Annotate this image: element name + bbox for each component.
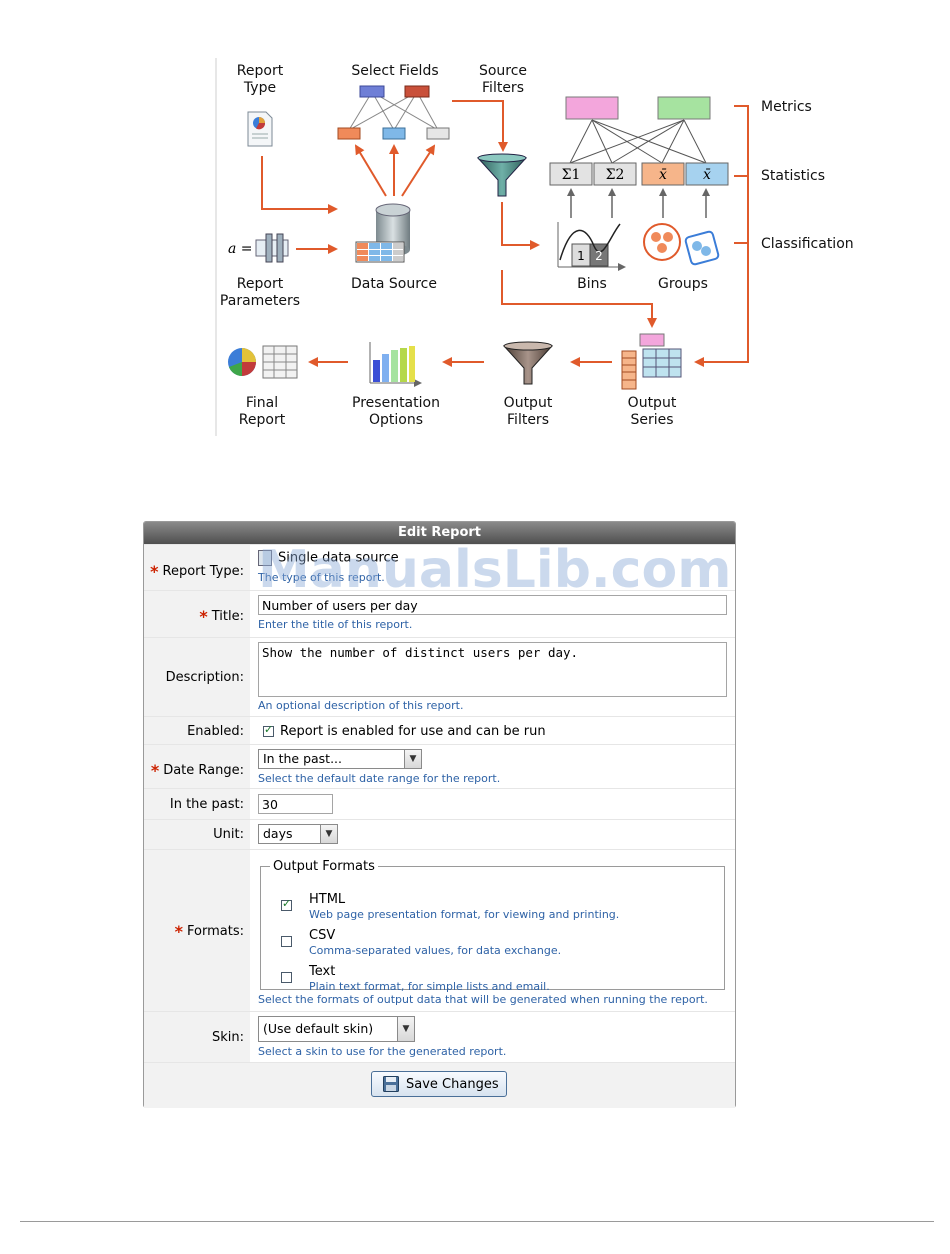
label-in-the-past: In the past: bbox=[169, 797, 244, 812]
label-title: Title: bbox=[211, 609, 244, 624]
format-text: Text Plain text format, for simple lists… bbox=[281, 964, 550, 993]
label-skin: Skin: bbox=[211, 1030, 244, 1045]
final-report-icon bbox=[228, 345, 298, 379]
footer-rule bbox=[20, 1221, 934, 1222]
stat-sum2: Σ2 bbox=[606, 167, 625, 183]
label-formats: Formats: bbox=[187, 924, 244, 939]
label-description: Description: bbox=[165, 670, 244, 685]
stat-mean2: x̄ bbox=[703, 167, 711, 183]
report-type-value: Single data source bbox=[258, 550, 399, 566]
chevron-down-icon: ▼ bbox=[404, 750, 421, 768]
label-metrics: Metrics bbox=[761, 99, 812, 115]
output-formats-group: Output Formats HTML Web page presentatio… bbox=[260, 859, 725, 993]
skin-select[interactable]: (Use default skin) ▼ bbox=[258, 1016, 415, 1042]
skin-hint: Select a skin to use for the generated r… bbox=[258, 1045, 507, 1058]
label-report-type-2: Type bbox=[243, 80, 276, 96]
row-description: Description: Show the number of distinct… bbox=[144, 637, 735, 716]
report-type-icon bbox=[258, 550, 272, 566]
metrics-icon bbox=[565, 96, 711, 164]
label-output-series-1: Output bbox=[628, 395, 677, 411]
output-filter-funnel-icon bbox=[502, 341, 554, 385]
panel-title: Edit Report bbox=[144, 522, 735, 544]
label-select-fields: Select Fields bbox=[351, 63, 438, 79]
description-hint: An optional description of this report. bbox=[258, 699, 464, 712]
label-data-source: Data Source bbox=[351, 276, 437, 292]
row-skin: Skin: (Use default skin) ▼ Select a skin… bbox=[144, 1011, 735, 1063]
label-output-filters-2: Filters bbox=[507, 412, 549, 428]
label-enabled: Enabled: bbox=[187, 724, 244, 739]
row-title: *Title: Enter the title of this report. bbox=[144, 590, 735, 637]
label-report-type: Report Type: bbox=[162, 564, 244, 579]
label-presentation-options-1: Presentation bbox=[352, 395, 440, 411]
row-date-range: *Date Range: In the past... ▼ Select the… bbox=[144, 744, 735, 788]
stat-mean1: x̄ bbox=[659, 167, 667, 183]
label-date-range: Date Range: bbox=[163, 763, 244, 778]
label-bins: Bins bbox=[577, 276, 607, 292]
row-formats: *Formats: Output Formats HTML Web page p… bbox=[144, 849, 735, 1011]
row-in-the-past: In the past: bbox=[144, 788, 735, 819]
label-presentation-options-2: Options bbox=[369, 412, 423, 428]
format-text-checkbox[interactable] bbox=[281, 972, 292, 983]
unit-select[interactable]: days ▼ bbox=[258, 824, 338, 844]
data-source-icon bbox=[355, 203, 411, 263]
label-output-filters-1: Output bbox=[504, 395, 553, 411]
label-statistics: Statistics bbox=[761, 168, 825, 184]
label-source-filters-2: Filters bbox=[482, 80, 524, 96]
label-report-parameters-1: Report bbox=[237, 276, 284, 292]
format-html: HTML Web page presentation format, for v… bbox=[281, 892, 619, 921]
in-the-past-input[interactable] bbox=[258, 794, 333, 814]
label-groups: Groups bbox=[658, 276, 708, 292]
statistics-icon: Σ1 Σ2 x̄ x̄ bbox=[549, 162, 729, 218]
bin-1-label: 1 bbox=[577, 249, 585, 263]
label-report-parameters-2: Parameters bbox=[220, 293, 300, 309]
report-parameters-icon bbox=[255, 233, 289, 263]
param-symbol: a = bbox=[228, 241, 253, 257]
stat-sum1: Σ1 bbox=[562, 167, 581, 183]
label-output-series-2: Series bbox=[630, 412, 673, 428]
bin-2-label: 2 bbox=[595, 249, 603, 263]
label-source-filters-1: Source bbox=[479, 63, 527, 79]
floppy-disk-icon bbox=[383, 1076, 399, 1092]
chevron-down-icon: ▼ bbox=[397, 1017, 414, 1041]
save-changes-button[interactable]: Save Changes bbox=[371, 1071, 507, 1097]
enabled-checkbox[interactable] bbox=[263, 723, 274, 737]
flow-arrows bbox=[261, 100, 749, 367]
format-csv: CSV Comma-separated values, for data exc… bbox=[281, 928, 561, 957]
groups-icon bbox=[643, 223, 720, 266]
title-input[interactable] bbox=[258, 595, 727, 615]
edit-report-panel: Edit Report *Report Type: Single data so… bbox=[143, 521, 736, 1108]
output-series-icon bbox=[621, 333, 682, 390]
presentation-options-icon bbox=[369, 342, 422, 387]
label-final-report-1: Final bbox=[246, 395, 278, 411]
bins-icon: 1 2 bbox=[557, 222, 626, 271]
formats-hint: Select the formats of output data that w… bbox=[258, 993, 708, 1006]
chevron-down-icon: ▼ bbox=[320, 825, 337, 843]
label-final-report-2: Report bbox=[239, 412, 286, 428]
report-flow-diagram: Report Type Select Fields Source Filters… bbox=[215, 58, 854, 436]
row-unit: Unit: days ▼ bbox=[144, 819, 735, 849]
report-type-hint: The type of this report. bbox=[258, 571, 385, 584]
enabled-text: Report is enabled for use and can be run bbox=[280, 724, 546, 739]
title-hint: Enter the title of this report. bbox=[258, 618, 413, 631]
description-textarea[interactable]: Show the number of distinct users per da… bbox=[258, 642, 727, 697]
row-report-type: *Report Type: Single data source The typ… bbox=[144, 544, 735, 590]
label-report-type-1: Report bbox=[237, 63, 284, 79]
row-enabled: Enabled: Report is enabled for use and c… bbox=[144, 716, 735, 744]
date-range-hint: Select the default date range for the re… bbox=[258, 772, 501, 785]
select-fields-icon bbox=[337, 85, 450, 140]
format-csv-checkbox[interactable] bbox=[281, 936, 292, 947]
label-unit: Unit: bbox=[213, 827, 244, 842]
required-marker: * bbox=[150, 562, 159, 581]
report-type-icon bbox=[247, 111, 273, 147]
format-html-checkbox[interactable] bbox=[281, 897, 292, 911]
label-classification: Classification bbox=[761, 236, 854, 252]
date-range-select[interactable]: In the past... ▼ bbox=[258, 749, 422, 769]
button-row: Save Changes bbox=[144, 1062, 735, 1108]
output-formats-legend: Output Formats bbox=[273, 859, 375, 874]
source-filter-funnel-icon bbox=[476, 153, 528, 197]
